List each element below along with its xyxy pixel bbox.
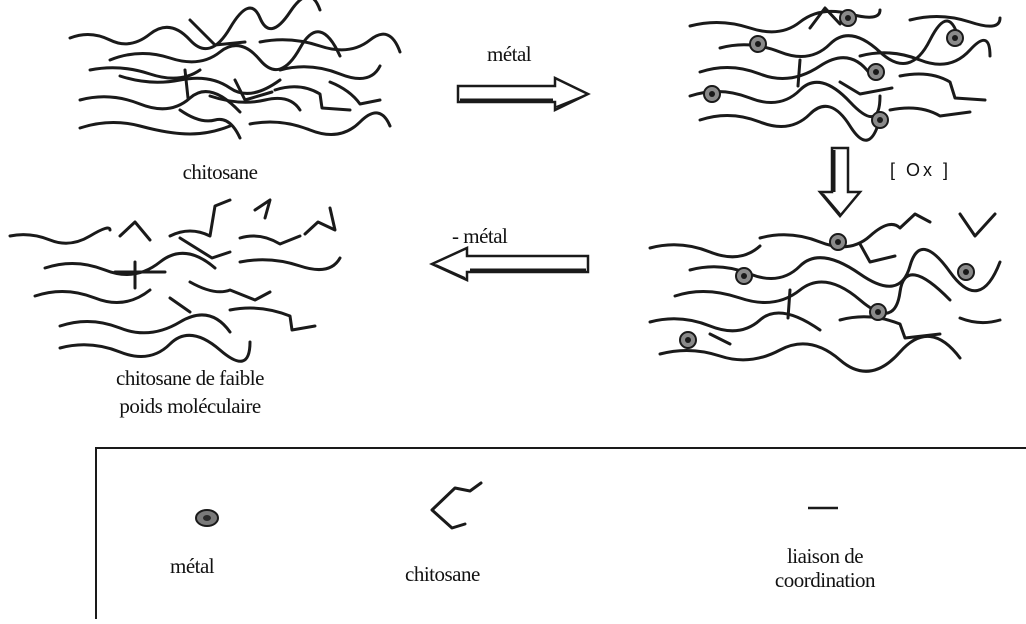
step3-label: - métal (452, 224, 507, 249)
legend-metal-symbol (196, 510, 218, 526)
chitosan-network-initial (70, 0, 400, 138)
arrow-right (458, 78, 588, 110)
legend-chitosan-label: chitosane (405, 562, 480, 587)
metal-ion (704, 86, 720, 102)
metal-ion (830, 234, 846, 250)
metal-ion (947, 30, 963, 46)
step1-label: métal (487, 42, 531, 67)
metal-ion (872, 112, 888, 128)
chitosan-metal-complex (690, 8, 1000, 140)
chitosan-metal-oxidized (650, 214, 1000, 371)
end-caption-line1: chitosane de faible (55, 366, 325, 391)
end-caption-line2: poids moléculaire (55, 394, 325, 419)
legend-metal-label: métal (170, 554, 214, 579)
metal-ion (840, 10, 856, 26)
metal-ion (750, 36, 766, 52)
arrow-left (432, 248, 588, 280)
start-caption: chitosane (150, 160, 290, 185)
arrow-down (820, 148, 860, 216)
metal-ion (870, 304, 886, 320)
legend-box (95, 448, 1026, 619)
metal-ion (958, 264, 974, 280)
legend-bond-label-line2: coordination (740, 568, 910, 593)
metal-ion (680, 332, 696, 348)
metal-ion (736, 268, 752, 284)
legend-chitosan-symbol (432, 483, 481, 528)
metal-ion (868, 64, 884, 80)
chitosan-low-molecular-weight (10, 200, 340, 361)
step2-label: [ Ox ] (890, 160, 951, 181)
legend-bond-label-line1: liaison de (740, 544, 910, 569)
